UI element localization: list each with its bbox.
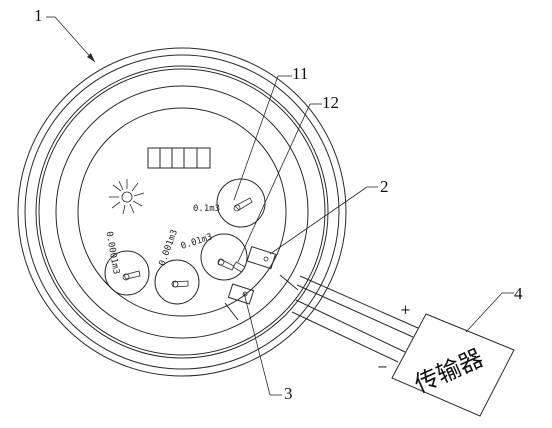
transmitter-box: 传输器 + − [377, 303, 515, 417]
flow-indicator-star [109, 179, 145, 215]
counter-window [147, 147, 211, 169]
dial-label-0-1: 0.1m3 [193, 204, 220, 214]
leader-3: 3 [243, 292, 293, 403]
dial-plate-ring [55, 85, 309, 339]
dial-label-0-001: 0.001m3 [158, 228, 180, 267]
sensor-2 [246, 246, 277, 270]
meter-body [17, 47, 347, 377]
dial-face [77, 107, 287, 317]
outer-ring-inner [24, 54, 340, 370]
dial-label-0-01: 0.01m3 [180, 232, 214, 252]
leader-11: 11 [233, 64, 308, 201]
minus-sign: − [377, 360, 388, 375]
leader-12: 12 [237, 93, 339, 263]
ref-label-11: 11 [292, 64, 308, 83]
leader-4: 4 [465, 284, 523, 333]
sensor-3 [227, 283, 255, 305]
ref-label-1: 1 [34, 6, 43, 25]
dial-0-0001: 0.0001m3 [103, 231, 150, 296]
bezel-ring [35, 65, 329, 359]
plus-sign: + [400, 303, 411, 318]
ref-label-2: 2 [380, 177, 389, 196]
ref-label-12: 12 [322, 93, 339, 112]
leader-1: 1 [34, 6, 96, 63]
bezel-ring-inner [38, 68, 326, 356]
dial-0-1: 0.1m3 [193, 178, 266, 228]
dial-0-01: 0.01m3 [180, 232, 248, 281]
digit-counter [147, 147, 211, 169]
outer-ring [17, 47, 347, 377]
ref-label-3: 3 [284, 384, 293, 403]
transmitter-label: 传输器 [410, 344, 487, 399]
cables [291, 275, 419, 363]
ref-label-4: 4 [514, 284, 523, 303]
cable-entry [224, 274, 299, 321]
leader-2: 2 [269, 177, 389, 255]
